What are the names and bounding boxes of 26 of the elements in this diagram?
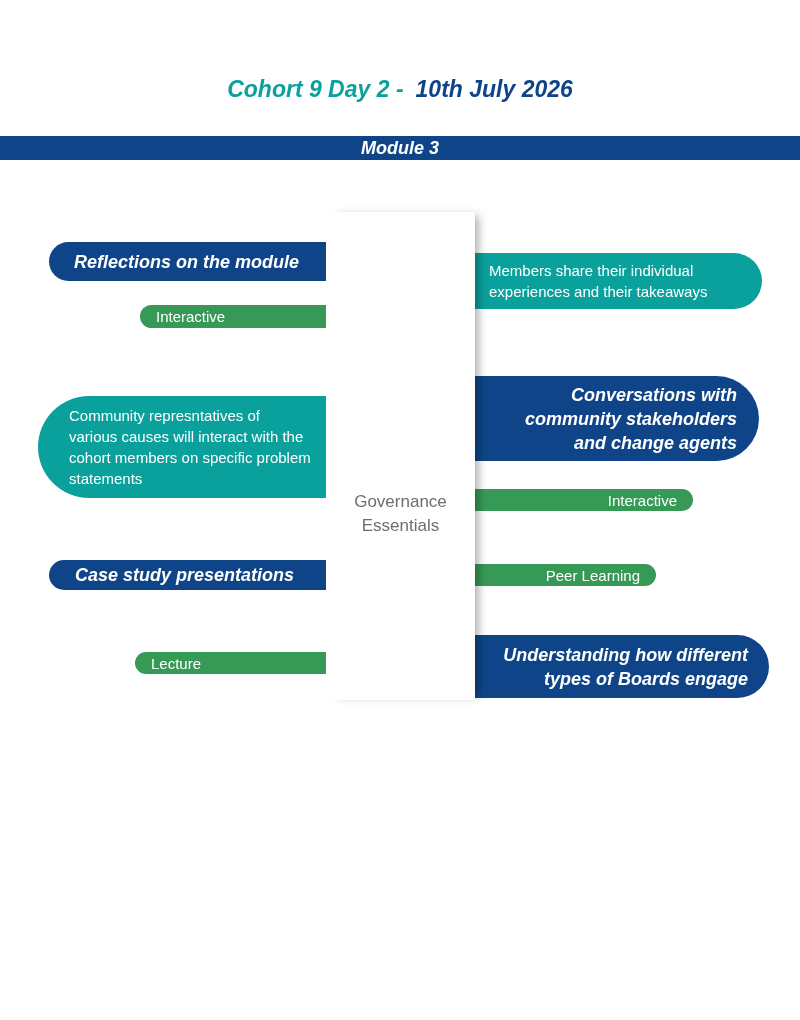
- format-tag: [475, 489, 693, 511]
- date-text: 10th July 2026: [415, 75, 573, 104]
- module-band: [0, 136, 800, 160]
- format-tag: [475, 564, 656, 586]
- description-pill: [38, 396, 326, 498]
- description-text: Community represntatives of various causes will interact with the cohort members on specific problem statements: [69, 406, 312, 489]
- format-label: Peer Learning: [544, 565, 640, 586]
- description-pill: [475, 253, 762, 309]
- session-pill: [49, 242, 326, 281]
- session-title: Understanding how different types of Boards engage: [502, 643, 748, 691]
- session-title: Reflections on the module: [74, 250, 301, 274]
- description-text: Members share their individual experiences and their takeaways: [489, 261, 709, 302]
- format-label: Lecture: [151, 653, 203, 674]
- session-pill: [49, 560, 326, 590]
- format-tag: [135, 652, 326, 674]
- module-heading: Module 3: [360, 137, 440, 160]
- session-pill: [475, 376, 759, 461]
- module-name: Governance Essentials: [353, 491, 448, 537]
- module-panel: [326, 212, 475, 700]
- session-pill: [475, 635, 769, 698]
- format-tag: [140, 305, 326, 328]
- session-title: Conversations with community stakeholders and change agents: [523, 383, 737, 455]
- format-label: Interactive: [606, 490, 677, 511]
- title: Cohort 9 Day 2 -: [227, 75, 404, 104]
- format-label: Interactive: [156, 307, 227, 327]
- session-title: Case study presentations: [75, 564, 296, 587]
